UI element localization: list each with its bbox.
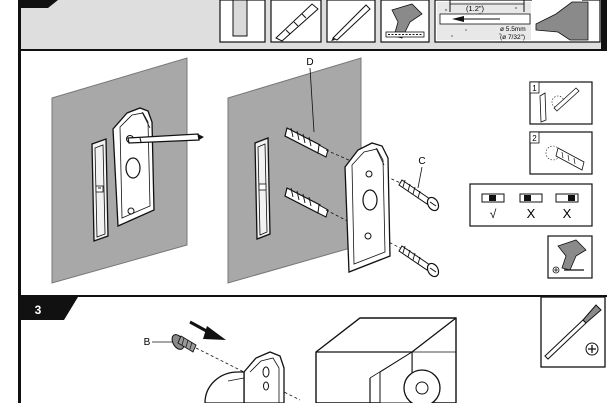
bolt-guide	[195, 347, 301, 401]
label-c: C	[418, 156, 425, 167]
speaker-round-base	[204, 371, 245, 403]
drill-diameter-inch: (ø 7/32")	[500, 34, 525, 41]
pencil-icon	[326, 0, 376, 43]
level-ok-mark: √	[490, 207, 497, 221]
screw-top	[398, 179, 440, 212]
step-badge-top	[18, 0, 58, 8]
wall-bracket	[344, 142, 391, 273]
drill-depth-inch: (1.2")	[466, 4, 485, 13]
level-check-panel: √ X X	[469, 183, 593, 227]
label-d: D	[306, 57, 313, 68]
wall-plug-top	[284, 127, 329, 158]
screw-bottom	[398, 245, 440, 278]
spirit-level-icon	[254, 137, 271, 240]
screwdriver-icon	[540, 296, 606, 368]
callout-screw: C	[417, 156, 426, 189]
wall-panel-right	[227, 57, 362, 284]
drilling-spec-panel: (1.2") ø 5.5mm (ø 7/32")	[434, 0, 601, 43]
page-left-rule	[18, 0, 21, 403]
ruler-icon	[270, 0, 322, 43]
wall-plug-bottom	[284, 187, 329, 218]
spirit-level-icon	[91, 138, 109, 242]
tools-header-strip: (1.2") ø 5.5mm (ø 7/32")	[18, 0, 607, 50]
substep-panel-2: 2	[529, 131, 593, 175]
bolt	[171, 334, 197, 353]
drill-icon	[547, 235, 593, 279]
direction-arrow	[189, 320, 226, 340]
drill-icon	[380, 0, 430, 43]
label-b: B	[144, 337, 151, 348]
callout-bolt: B	[144, 337, 172, 348]
pencil-icon	[127, 133, 204, 144]
level-bad-mark-2: X	[563, 206, 572, 221]
wall-bracket	[243, 351, 285, 403]
step-number-3: 3	[35, 303, 42, 317]
substep-panel-1: 1	[529, 81, 593, 125]
substep-number-2: 2	[532, 134, 537, 143]
level-bad-mark-1: X	[527, 206, 536, 221]
speaker-cube	[315, 317, 457, 403]
step-3-badge: 3	[18, 297, 78, 320]
substep-number-1: 1	[532, 84, 537, 93]
callout-dowel: D	[306, 57, 315, 133]
drill-diameter-mm: ø 5.5mm	[500, 26, 526, 33]
wall-bracket	[112, 107, 155, 227]
alignment-guides	[325, 149, 413, 255]
spirit-level-icon	[219, 0, 266, 43]
